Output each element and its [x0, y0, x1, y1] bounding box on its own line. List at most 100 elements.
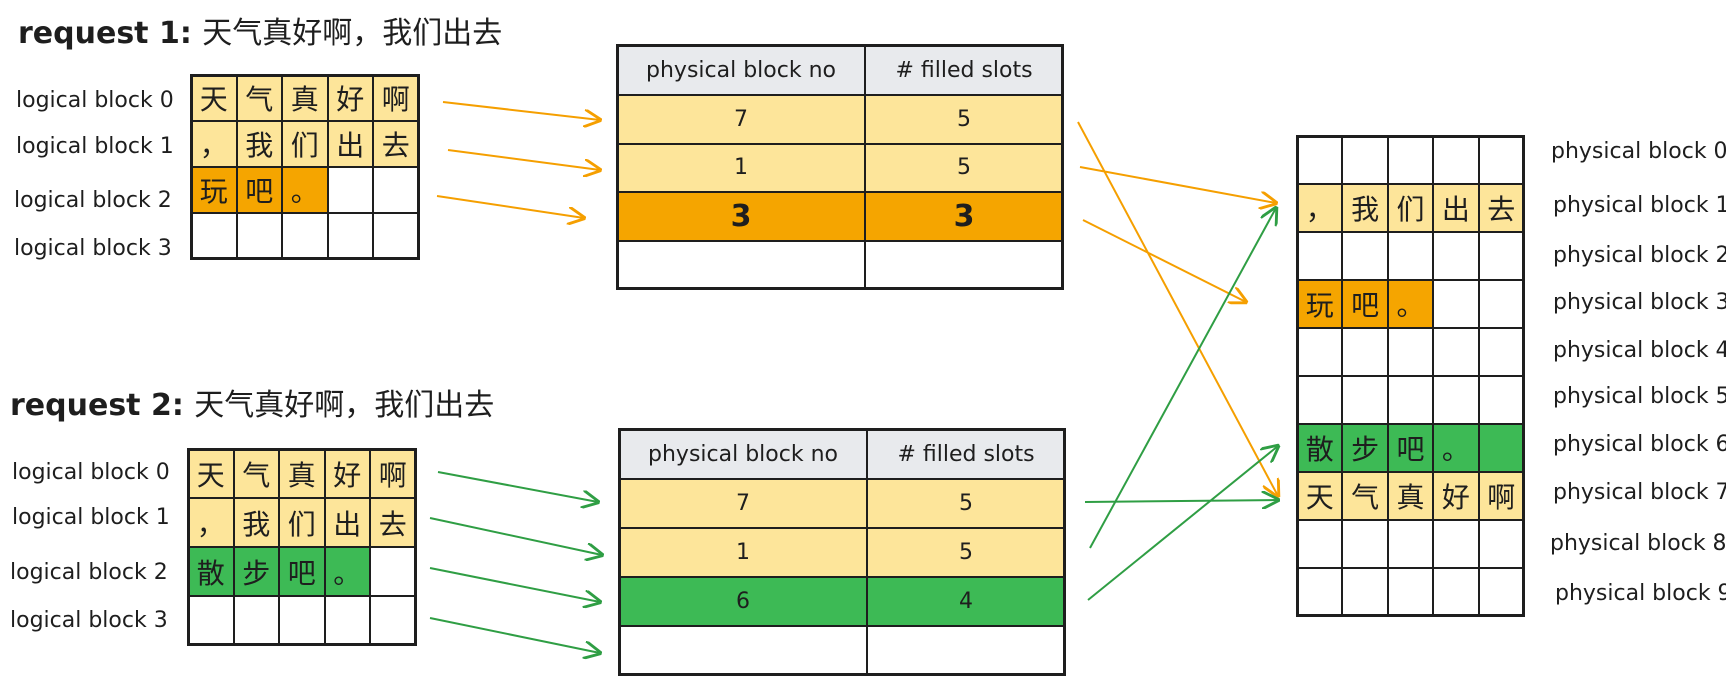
request-2-block-table-row-block: 7 [618, 478, 868, 529]
r2-arrow-table-0 [1084, 500, 1278, 502]
physical-blocks-cell: 。 [1432, 423, 1480, 473]
physical-blocks-cell: 天 [1296, 471, 1344, 521]
physical-label-4: physical block 4 [1553, 338, 1726, 363]
r2-arrow-logical-3 [429, 617, 600, 653]
physical-blocks-cell: 真 [1386, 471, 1435, 521]
request-2-block-table-row-filled: 5 [866, 527, 1066, 578]
request-1-block-table-row-filled [864, 239, 1064, 290]
physical-blocks-cell [1477, 423, 1525, 473]
request-1-logical-blocks-cell [281, 212, 329, 260]
request-1-logical-blocks-cell: 气 [235, 74, 283, 122]
r2-arrow-logical-1 [429, 517, 602, 555]
physical-blocks-cell: 们 [1386, 183, 1435, 233]
physical-blocks-cell [1296, 135, 1344, 185]
r1-arrow-logical-2 [436, 195, 584, 218]
request-2-logical-blocks-cell: ， [187, 497, 235, 548]
request-1-logical-blocks-cell: 出 [326, 120, 374, 168]
request-1-logical-blocks-cell [190, 212, 238, 260]
physical-label-6: physical block 6 [1553, 432, 1726, 457]
physical-blocks-cell [1432, 375, 1480, 425]
request-1-logical-blocks-cell [326, 166, 374, 214]
physical-blocks-cell [1432, 327, 1480, 377]
physical-blocks-cell [1296, 519, 1344, 569]
r1-arrow-table-1 [1079, 166, 1276, 203]
physical-blocks-cell [1432, 519, 1480, 569]
physical-blocks-cell [1296, 567, 1344, 617]
request-1-logical-blocks-cell: ， [190, 120, 238, 168]
request-2-title-prefix: request 2: [10, 388, 184, 423]
request-2-logical-blocks-cell [278, 595, 326, 646]
r2-logical-label-2: logical block 2 [10, 560, 168, 585]
physical-blocks-cell [1386, 567, 1435, 617]
request-2-title: request 2: 天气真好啊，我们出去 [10, 380, 494, 424]
request-2-logical-blocks-cell: 啊 [369, 448, 417, 499]
request-1-block-table-header-block: physical block no [616, 44, 866, 96]
r2-arrow-table-2 [1087, 446, 1278, 601]
request-1-block-table-row-block: 3 [616, 191, 866, 242]
physical-blocks-cell [1386, 231, 1435, 281]
request-1-title-text: 天气真好啊，我们出去 [202, 16, 503, 51]
request-1-logical-blocks-cell: 吧 [235, 166, 283, 214]
request-1-block-table-row-filled: 5 [864, 94, 1064, 145]
request-1-title: request 1: 天气真好啊，我们出去 [18, 8, 502, 52]
r1-logical-label-2: logical block 2 [14, 188, 172, 213]
physical-blocks-cell: 吧 [1341, 279, 1389, 329]
physical-blocks-cell: 啊 [1477, 471, 1525, 521]
physical-label-7: physical block 7 [1553, 480, 1726, 505]
physical-blocks-cell [1386, 327, 1435, 377]
request-2-title-text: 天气真好啊，我们出去 [194, 388, 495, 423]
physical-blocks-cell [1477, 327, 1525, 377]
r1-logical-label-1: logical block 1 [16, 134, 174, 159]
physical-blocks-cell [1341, 519, 1389, 569]
request-1-logical-blocks-cell: 去 [372, 120, 420, 168]
physical-blocks-cell: 我 [1341, 183, 1389, 233]
physical-blocks-cell [1477, 519, 1525, 569]
request-1-block-table-row-filled: 3 [864, 191, 1064, 242]
physical-blocks-cell: 出 [1432, 183, 1480, 233]
physical-blocks-cell: 吧 [1386, 423, 1435, 473]
physical-blocks-cell: 散 [1296, 423, 1344, 473]
r1-arrow-logical-1 [447, 149, 600, 170]
r2-logical-label-1: logical block 1 [12, 505, 170, 530]
request-1-block-table-row-block: 1 [616, 142, 866, 193]
request-1-logical-blocks-cell: 我 [235, 120, 283, 168]
request-2-logical-blocks-cell [369, 546, 417, 597]
physical-label-8: physical block 8 [1550, 531, 1726, 556]
request-2-block-table-row-block: 6 [618, 576, 868, 627]
request-2-block-table-row-filled: 4 [866, 576, 1066, 627]
physical-blocks-cell: 玩 [1296, 279, 1344, 329]
request-2-logical-blocks-cell: 散 [187, 546, 235, 597]
request-2-logical-blocks-cell: 好 [323, 448, 371, 499]
physical-blocks-cell: ， [1296, 183, 1344, 233]
request-1-logical-blocks-cell: 啊 [372, 74, 420, 122]
request-2-logical-blocks-cell: 步 [232, 546, 280, 597]
physical-blocks-cell [1341, 567, 1389, 617]
physical-blocks-cell [1477, 231, 1525, 281]
physical-blocks-cell [1477, 279, 1525, 329]
request-2-logical-blocks-cell: 吧 [278, 546, 326, 597]
physical-blocks-cell [1432, 231, 1480, 281]
request-2-logical-blocks-cell: 我 [232, 497, 280, 548]
request-2-logical-blocks-cell: 。 [323, 546, 371, 597]
request-2-logical-blocks-cell [323, 595, 371, 646]
r1-arrow-table-2 [1082, 219, 1246, 302]
request-1-title-prefix: request 1: [18, 16, 192, 51]
request-2-logical-blocks-cell: 气 [232, 448, 280, 499]
request-1-logical-blocks-cell [235, 212, 283, 260]
request-1-logical-blocks-cell: 。 [281, 166, 329, 214]
physical-blocks-cell [1386, 519, 1435, 569]
physical-label-1: physical block 1 [1553, 193, 1726, 218]
request-2-block-table-row-block: 1 [618, 527, 868, 578]
physical-label-5: physical block 5 [1553, 384, 1726, 409]
request-2-block-table-row-filled [866, 625, 1066, 676]
physical-blocks-cell [1341, 327, 1389, 377]
physical-blocks-cell [1432, 567, 1480, 617]
request-2-block-table-row-filled: 5 [866, 478, 1066, 529]
request-2-logical-blocks-cell [232, 595, 280, 646]
request-2-block-table-header-filled: # filled slots [866, 428, 1066, 480]
physical-label-3: physical block 3 [1553, 290, 1726, 315]
r1-logical-label-0: logical block 0 [16, 88, 174, 113]
physical-blocks-cell [1341, 135, 1389, 185]
request-1-block-table-row-filled: 5 [864, 142, 1064, 193]
